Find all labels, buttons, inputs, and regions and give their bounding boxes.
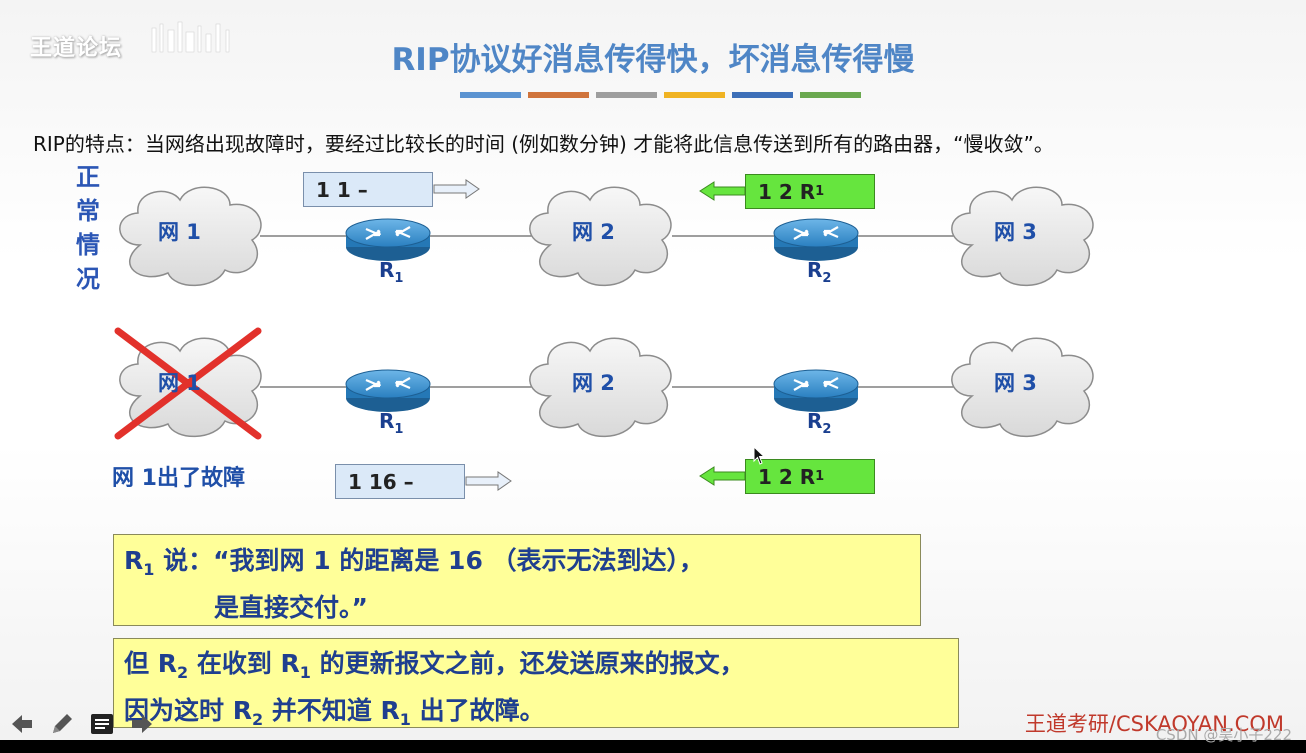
color-segment (664, 92, 725, 98)
normal-case-label-char: 常 (76, 197, 100, 225)
r1-routing-message: 1 16 – (335, 464, 465, 499)
network-label: 网 2 (572, 220, 615, 244)
router-label-r1: R1 (379, 409, 404, 437)
normal-case-label-char: 况 (76, 265, 100, 293)
router-label-r2: R2 (807, 258, 832, 286)
network-label: 网 1 (158, 371, 201, 395)
forward-icon[interactable] (128, 710, 156, 738)
router-label-r1: R1 (379, 258, 404, 286)
quote-line-2: 是直接交付。” (214, 593, 368, 622)
menu-icon[interactable] (88, 710, 116, 738)
router-icon (344, 368, 432, 414)
note-line-1: 但 R2 在收到 R1 的更新报文之前，还发送原来的报文， (124, 649, 745, 682)
arrow-left-icon (699, 181, 746, 201)
slide-title: RIP协议好消息传得快，坏消息传得慢 (391, 42, 915, 78)
normal-case-label-char: 情 (76, 231, 100, 259)
note-line-2: 因为这时 R2 并不知道 R1 出了故障。 (124, 696, 545, 729)
network-label: 网 3 (994, 220, 1037, 244)
color-segment (732, 92, 793, 98)
footer-brand: 王道考研/CSKAOYAN.COM (1024, 712, 1284, 736)
color-segment (528, 92, 589, 98)
note-box: 但 R2 在收到 R1 的更新报文之前，还发送原来的报文， 因为这时 R2 并不… (113, 638, 959, 729)
description-text: RIP的特点：当网络出现故障时，要经过比较长的时间 (例如数分钟) 才能将此信息… (33, 132, 1054, 156)
arrow-right-icon (433, 179, 480, 199)
normal-case-label-char: 正 (76, 163, 100, 191)
arrow-right-icon (465, 471, 512, 491)
normal-case-label: 正常情况 (72, 160, 104, 296)
router-icon (772, 368, 860, 414)
router-icon (344, 217, 432, 263)
color-segment (800, 92, 861, 98)
quote-line-1: R1 说：“我到网 1 的距离是 16 （表示无法到达）， (124, 546, 705, 579)
failure-cross-icon (114, 327, 262, 440)
back-icon[interactable] (8, 710, 36, 738)
slideshow-toolbar (8, 710, 156, 738)
arrow-left-icon (699, 466, 746, 486)
logo: 王道论坛 (30, 36, 123, 61)
network-label: 网 2 (572, 371, 615, 395)
pen-icon[interactable] (48, 710, 76, 738)
color-segment (596, 92, 657, 98)
r1-routing-message: 1 1 – (303, 172, 433, 207)
title-color-bar (460, 92, 861, 98)
mouse-cursor-icon (753, 446, 766, 465)
logo-decoration (151, 21, 230, 53)
color-segment (460, 92, 521, 98)
fault-label: 网 1出了故障 (112, 466, 245, 491)
watermark: CSDN @吴小子222 (1155, 726, 1292, 744)
r1-quote-box: R1 说：“我到网 1 的距离是 16 （表示无法到达）， 是直接交付。” (113, 534, 921, 626)
router-icon (772, 217, 860, 263)
network-label: 网 1 (158, 220, 201, 244)
network-label: 网 3 (994, 371, 1037, 395)
router-label-r2: R2 (807, 409, 832, 437)
